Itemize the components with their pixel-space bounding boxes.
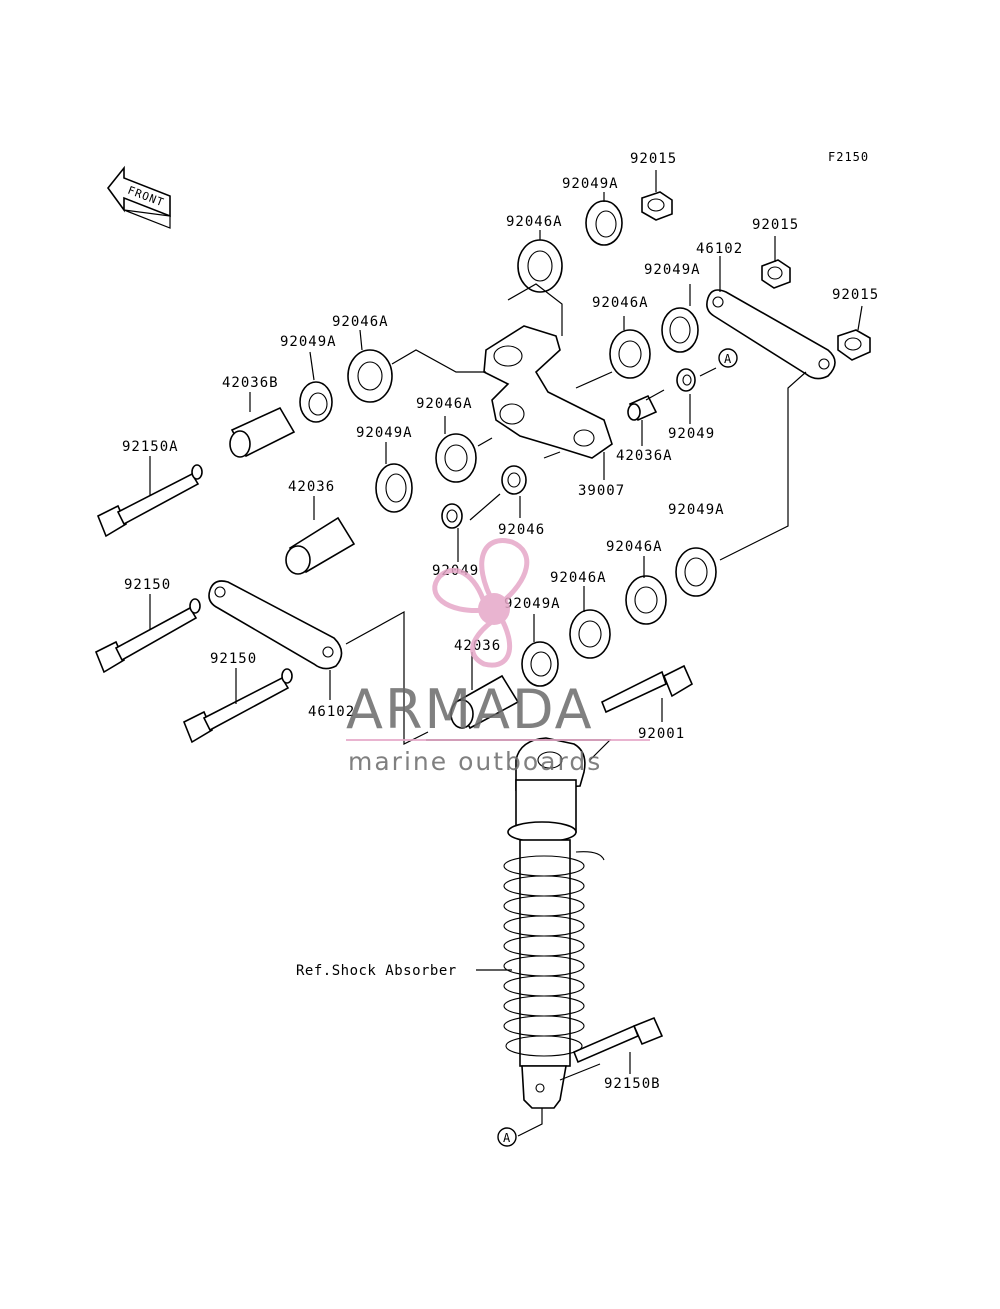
- tie-rod-46102-left: [208, 580, 343, 670]
- part-label-92046a-top: 92046A: [506, 214, 563, 230]
- part-label-92150-lower: 92150: [210, 651, 257, 667]
- bearing-92046-small: [501, 465, 527, 495]
- seal-92049a-right: [661, 307, 699, 353]
- svg-text:A: A: [724, 352, 732, 366]
- part-label-92049-right: 92049: [668, 426, 715, 442]
- callout-a-bottom: A: [497, 1127, 517, 1147]
- part-label-92046a-left: 92046A: [332, 314, 389, 330]
- part-labels: 92015 92049A 92046A 92015 46102 92049A 9…: [122, 151, 879, 1092]
- part-label-92049a-lower: 92049A: [504, 596, 561, 612]
- part-label-42036-left: 42036: [288, 479, 335, 495]
- part-label-92015-top: 92015: [630, 151, 677, 167]
- part-label-92049a-lower-right: 92049A: [668, 502, 725, 518]
- bearing-92046a-left: [347, 349, 393, 403]
- part-label-46102-right: 46102: [696, 241, 743, 257]
- part-label-42036a: 42036A: [616, 448, 673, 464]
- leader-lines: [149, 170, 863, 1137]
- part-label-92049a-center: 92049A: [356, 425, 413, 441]
- bolt-92150a: [96, 464, 203, 538]
- collar-42036-lower: [450, 674, 520, 730]
- part-label-42036b: 42036B: [222, 375, 279, 391]
- part-label-39007: 39007: [578, 483, 625, 499]
- seal-92049-center: [441, 503, 463, 529]
- part-label-92049a-left: 92049A: [280, 334, 337, 350]
- seal-92049a-left: [299, 381, 333, 423]
- shock-absorber: [503, 737, 605, 1109]
- front-arrow-icon: FRONT: [106, 165, 171, 229]
- part-label-92015-right: 92015: [832, 287, 879, 303]
- bolt-92150b: [572, 1016, 664, 1064]
- shock-spring: [503, 855, 585, 1057]
- part-label-92150b: 92150B: [604, 1076, 661, 1092]
- seal-92049a-center: [375, 463, 413, 513]
- part-label-46102-left: 46102: [308, 704, 355, 720]
- part-label-92150a: 92150A: [122, 439, 179, 455]
- bearing-92046a-top: [517, 239, 563, 293]
- bearing-92046a-mid: [609, 329, 651, 379]
- bearing-92046a-center: [435, 433, 477, 483]
- nut-92015-top: [641, 191, 673, 221]
- bolt-92001: [600, 664, 694, 714]
- watermark-tagline: marine outboards: [348, 747, 602, 776]
- bolt-92150-upper: [94, 598, 201, 674]
- bearing-92046a-lower: [625, 575, 667, 625]
- ref-shock-absorber-label: Ref.Shock Absorber: [296, 963, 457, 979]
- seal-92049a-lower-right: [675, 547, 717, 597]
- part-label-92046a-lower2: 92046A: [550, 570, 607, 586]
- part-label-92046a-center: 92046A: [416, 396, 473, 412]
- rocker-arm-39007: [483, 325, 613, 459]
- watermark-brand: ARMADA: [346, 678, 594, 741]
- seal-92049-right: [676, 368, 696, 392]
- collar-42036a: [627, 394, 658, 422]
- propeller-logo-icon: [432, 538, 530, 668]
- collar-42036b: [229, 406, 296, 458]
- bolt-92150-lower: [182, 668, 293, 744]
- part-label-92049a-top: 92049A: [562, 176, 619, 192]
- part-label-92046a-mid: 92046A: [592, 295, 649, 311]
- figure-code: F2150: [828, 150, 869, 164]
- part-label-92150-upper: 92150: [124, 577, 171, 593]
- seal-92049a-top: [585, 200, 623, 246]
- part-label-92046: 92046: [498, 522, 545, 538]
- part-label-92001: 92001: [638, 726, 685, 742]
- part-label-92046a-lower: 92046A: [606, 539, 663, 555]
- svg-text:A: A: [503, 1131, 511, 1145]
- seal-92049a-lower: [521, 641, 559, 687]
- part-label-42036-lower: 42036: [454, 638, 501, 654]
- part-label-92049a-right: 92049A: [644, 262, 701, 278]
- collar-42036-left: [285, 516, 356, 575]
- part-label-92015-middle: 92015: [752, 217, 799, 233]
- nut-92015-middle: [761, 259, 791, 289]
- armada-watermark: ARMADA marine outboards: [346, 538, 650, 776]
- callout-a-top: A: [718, 348, 738, 368]
- nut-92015-right: [837, 329, 871, 361]
- bearing-92046a-lower2: [569, 609, 611, 659]
